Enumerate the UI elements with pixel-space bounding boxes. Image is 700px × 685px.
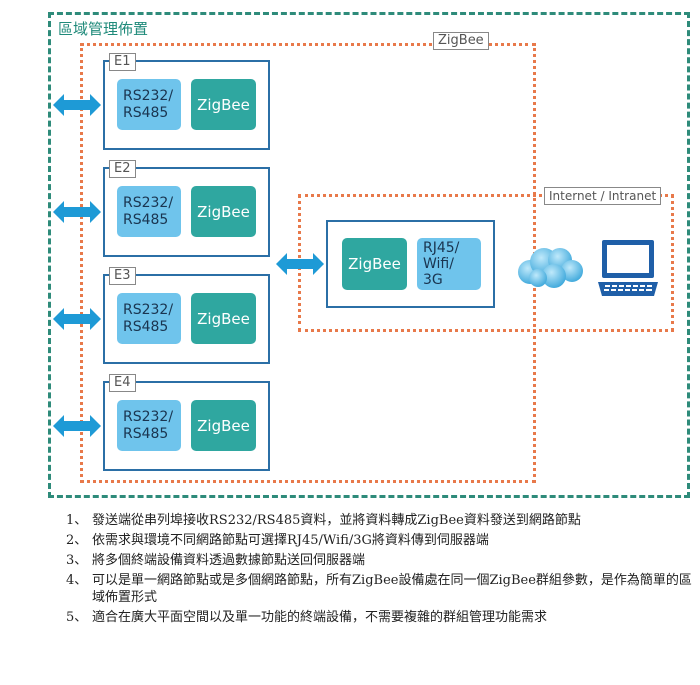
serial-module: RS232/ RS485 (117, 79, 181, 130)
cloud-icon (518, 248, 583, 288)
zigbee-module: ZigBee (191, 79, 256, 130)
serial-module: RS232/ RS485 (117, 400, 181, 451)
gateway-zigbee-module: ZigBee (342, 238, 407, 290)
note-item: 4、可以是單一網路節點或是多個網路節點，所有ZigBee設備處在同一個ZigBe… (66, 573, 692, 605)
double-arrow-icon (53, 201, 101, 223)
zigbee-module: ZigBee (191, 293, 256, 344)
end-node-label: E1 (109, 53, 136, 71)
gateway-network-module: RJ45/ Wifi/ 3G (417, 238, 481, 290)
double-arrow-icon (276, 253, 324, 275)
end-node-label: E3 (109, 267, 136, 285)
end-node-label: E4 (109, 374, 136, 392)
zigbee-zone-label: ZigBee (433, 32, 489, 50)
zigbee-module: ZigBee (191, 186, 256, 237)
end-node-label: E2 (109, 160, 136, 178)
note-item: 3、將多個終端設備資料透過數據節點送回伺服器端 (66, 553, 366, 568)
internet-zone-label: Internet / Intranet (544, 187, 662, 205)
double-arrow-icon (53, 94, 101, 116)
note-item: 5、適合在廣大平面空間以及單一功能的終端設備，不需要複雜的群組管理功能需求 (66, 610, 548, 625)
note-item: 2、依需求與環境不同網路節點可選擇RJ45/Wifi/3G將資料傳到伺服器端 (66, 533, 489, 548)
double-arrow-icon (53, 308, 101, 330)
serial-module: RS232/ RS485 (117, 293, 181, 344)
note-item: 1、發送端從串列埠接收RS232/RS485資料，並將資料轉成ZigBee資料發… (66, 513, 581, 528)
management-area (48, 12, 690, 498)
zigbee-module: ZigBee (191, 400, 256, 451)
double-arrow-icon (53, 415, 101, 437)
computer-icon (598, 240, 658, 296)
serial-module: RS232/ RS485 (117, 186, 181, 237)
area-title: 區域管理佈置 (58, 20, 149, 38)
notes-list: 1、發送端從串列埠接收RS232/RS485資料，並將資料轉成ZigBee資料發… (66, 512, 696, 629)
